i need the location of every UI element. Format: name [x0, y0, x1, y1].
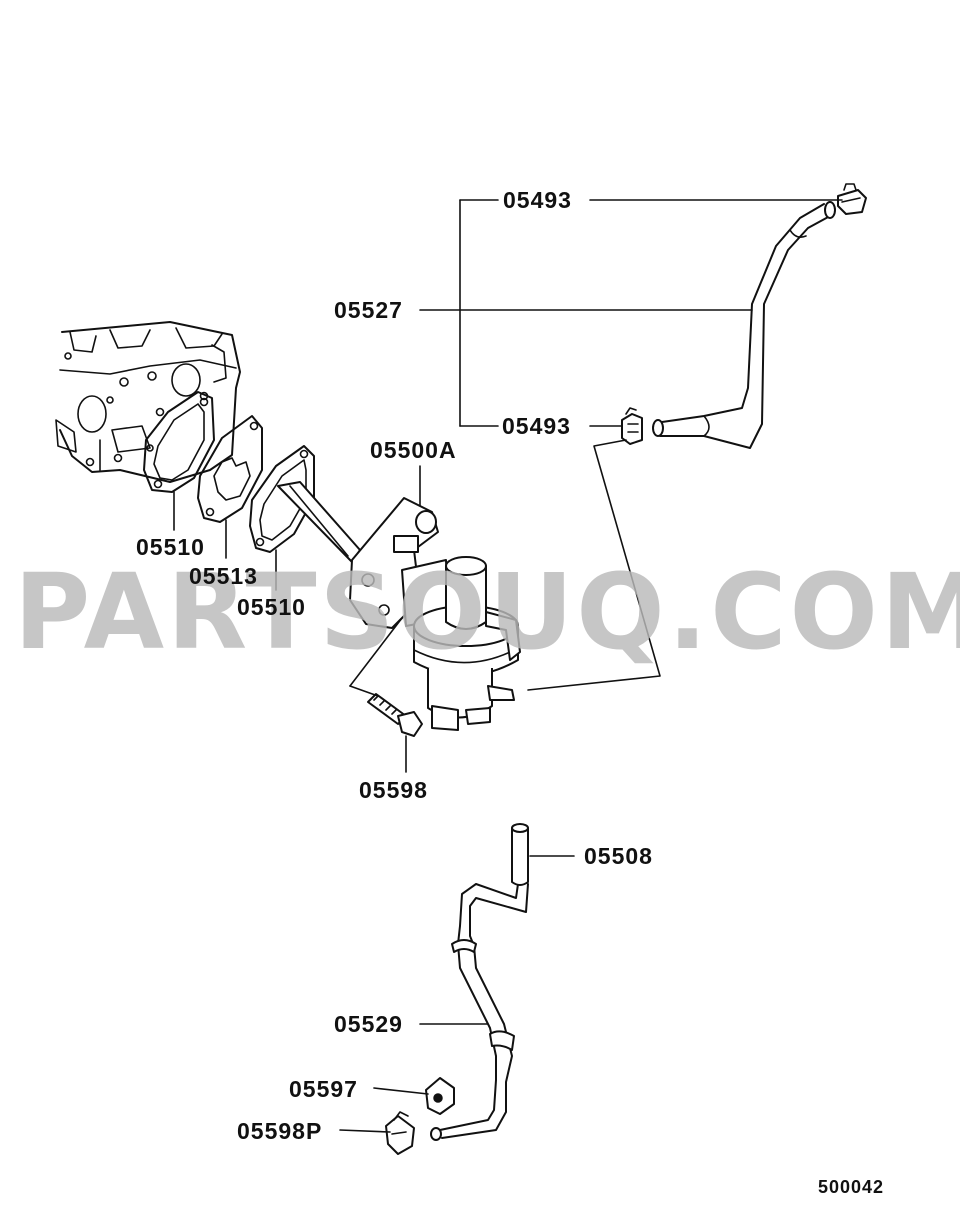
- clamp-05493-mid-drawing: [621, 407, 643, 445]
- callout-05598P[interactable]: 05598P: [237, 1118, 323, 1144]
- callout-05508[interactable]: 05508: [584, 843, 653, 869]
- hose-05508-drawing: [511, 823, 529, 886]
- callout-05493-mid[interactable]: 05493: [502, 413, 571, 439]
- pipe-05529-drawing: [430, 883, 529, 1141]
- callout-05598[interactable]: 05598: [359, 777, 428, 803]
- gasket-05510-a-drawing: [143, 391, 215, 493]
- leader-lines: [173, 199, 843, 1133]
- fuel-pump-drawing: [277, 481, 521, 731]
- hose-05527-drawing: [652, 201, 836, 449]
- bolt-05598P-drawing: [385, 1111, 415, 1155]
- callout-05513[interactable]: 05513: [189, 563, 258, 589]
- clip-05597-drawing: [425, 1077, 455, 1115]
- callout-05510-a[interactable]: 05510: [136, 534, 205, 560]
- diagram-code: 500042: [818, 1177, 885, 1197]
- gasket-05510-b-drawing: [249, 445, 315, 553]
- gasket-05513-drawing: [197, 415, 263, 523]
- callout-05500A[interactable]: 05500A: [370, 437, 457, 463]
- callout-05493-top[interactable]: 05493: [503, 187, 572, 213]
- clamp-05493-top-drawing: [837, 183, 867, 215]
- bolt-05598-drawing: [367, 693, 423, 737]
- callout-05510-b[interactable]: 05510: [237, 594, 306, 620]
- callout-05527[interactable]: 05527: [334, 297, 403, 323]
- callout-05597[interactable]: 05597: [289, 1076, 358, 1102]
- callout-05529[interactable]: 05529: [334, 1011, 403, 1037]
